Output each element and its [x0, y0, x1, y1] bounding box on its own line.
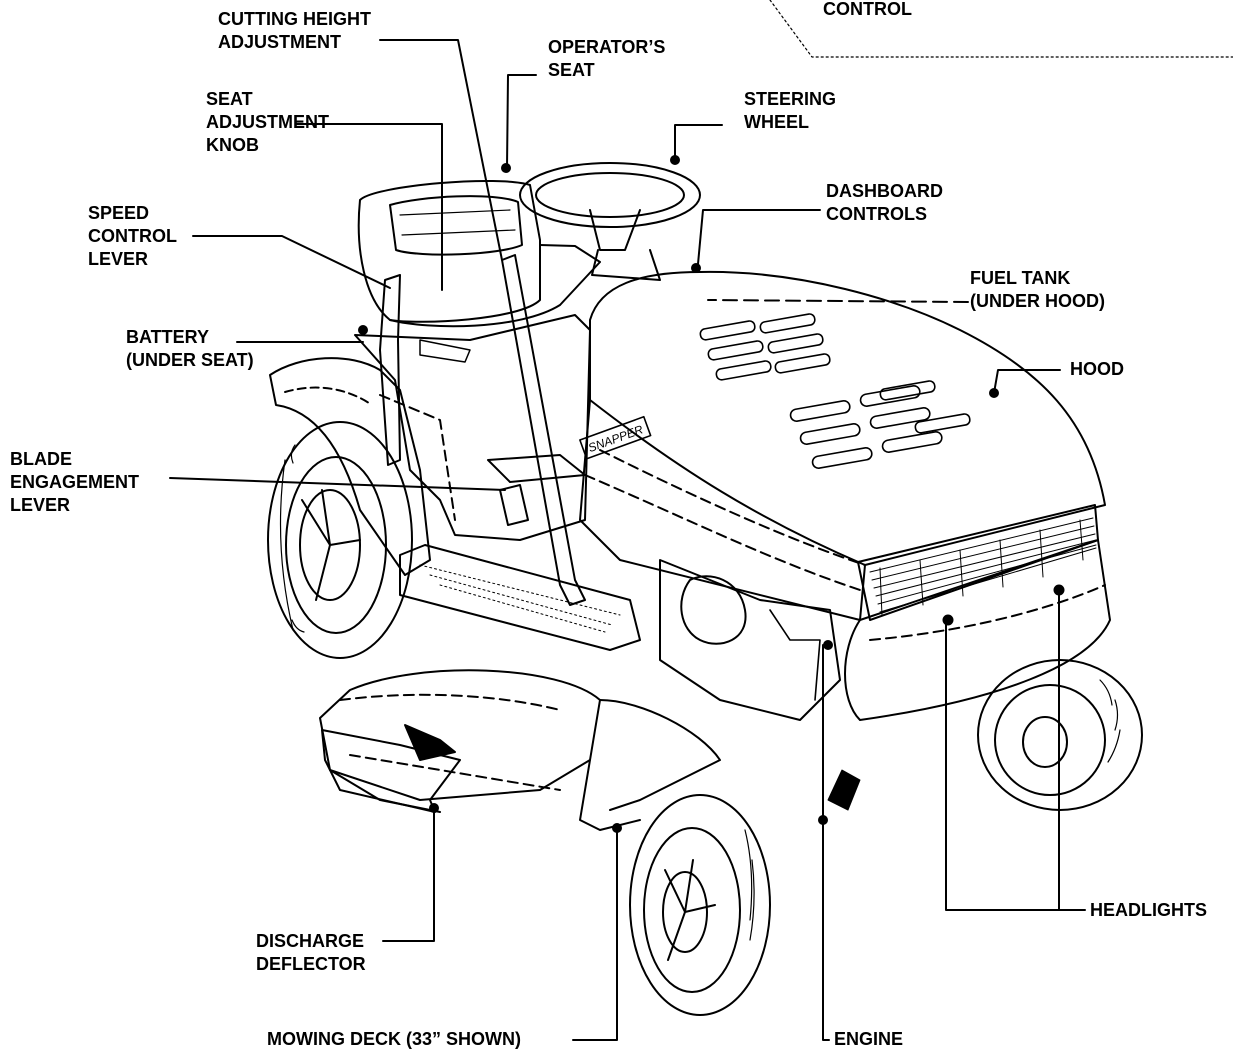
body-side-panel [354, 314, 591, 541]
rear-step [487, 454, 586, 483]
foot-deck [399, 544, 641, 651]
label-engine: ENGINE [834, 1029, 904, 1049]
label-battery: BATTERY (UNDER SEAT) [126, 327, 254, 370]
label-dashboard-controls: DASHBOARD CONTROLS [826, 181, 943, 224]
label-steering-wheel: STEERING WHEEL [744, 89, 837, 132]
rear-fender [269, 357, 431, 576]
label-cutting-height: CUTTING HEIGHT ADJUSTMENT [218, 9, 371, 52]
label-control-partial: CONTROL [823, 0, 912, 19]
rear-left-wheel [267, 421, 413, 659]
front-left-wheel [629, 794, 771, 1016]
operators-seat [357, 179, 601, 328]
label-fuel-tank: FUEL TANK (UNDER HOOD) [970, 268, 1105, 311]
label-discharge-deflector: DISCHARGE DEFLECTOR [256, 931, 366, 974]
mowing-deck [319, 669, 721, 831]
label-hood: HOOD [1070, 359, 1124, 379]
label-blade-engagement-lever: BLADE ENGAGEMENT LEVER [10, 449, 140, 515]
hood-vents [699, 313, 971, 469]
front-nose [844, 539, 1111, 721]
blade-lever [499, 484, 529, 526]
dotted-callout-line [769, 0, 1233, 58]
speed-control-lever [379, 274, 401, 466]
label-operators-seat: OPERATOR’S SEAT [548, 37, 666, 80]
headlights-grille [857, 504, 1099, 626]
steering-wheel [519, 155, 701, 281]
label-speed-control-lever: SPEED CONTROL LEVER [88, 203, 177, 269]
cutting-height-lever [501, 254, 586, 606]
hood: SNAPPER [579, 270, 1106, 621]
label-headlights: HEADLIGHTS [1090, 900, 1207, 920]
label-seat-adjustment-knob: SEAT ADJUSTMENT KNOB [206, 89, 330, 155]
leader-lines [169, 39, 1086, 1041]
label-mowing-deck: MOWING DECK (33” SHOWN) [267, 1029, 521, 1049]
engine-block [659, 559, 841, 721]
